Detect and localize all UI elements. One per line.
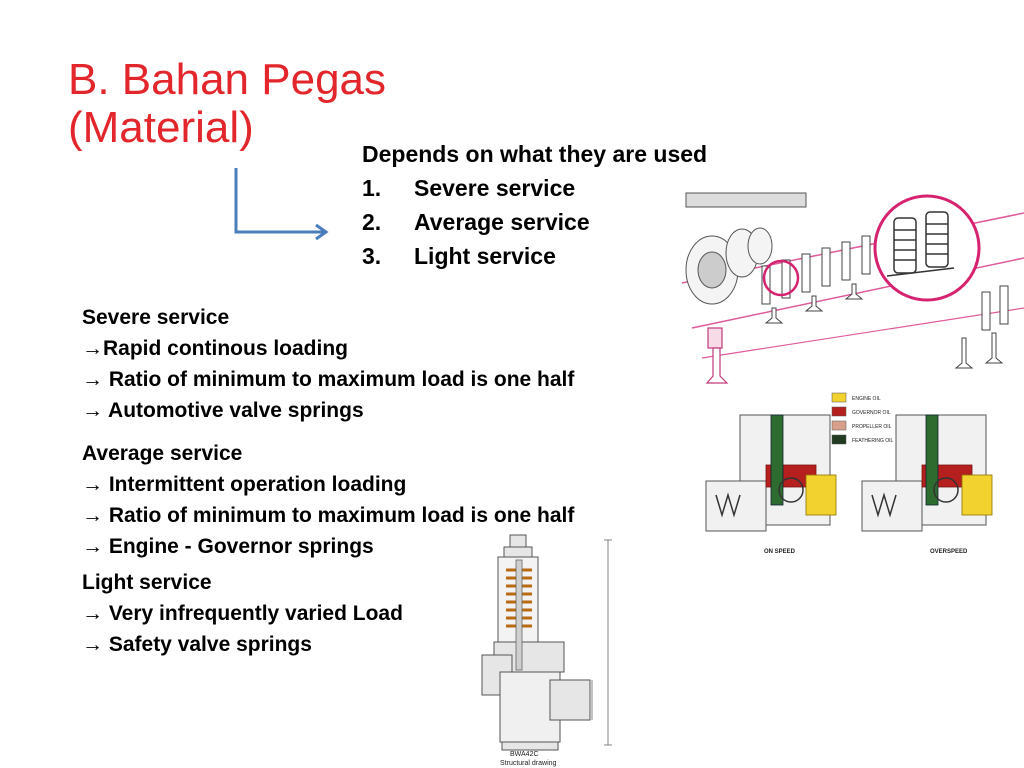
arrow-right-icon: → — [82, 368, 103, 391]
arrow-right-icon: → — [82, 399, 103, 422]
bullet-text: Ratio of minimum to maximum load is one … — [103, 504, 575, 527]
title-line-1: B. Bahan Pegas — [68, 55, 387, 104]
bullet-point: → Safety valve springs — [82, 629, 403, 660]
bullet-text: Rapid continous loading — [103, 337, 348, 360]
title-line-2: (Material) — [68, 103, 254, 152]
diagram-caption: ON SPEED — [764, 549, 796, 555]
bullet-point: → Automotive valve springs — [82, 395, 574, 426]
diagram-caption: OVERSPEED — [930, 549, 968, 555]
section-heading: Severe service — [82, 306, 230, 329]
average-service-section: Average service → Intermittent operation… — [82, 438, 574, 562]
bullet-point: → Intermittent operation loading — [82, 469, 574, 500]
legend-label: PROPELLER OIL — [852, 424, 892, 430]
bullet-point: → Ratio of minimum to maximum load is on… — [82, 500, 574, 531]
legend-label: FEATHERING OIL — [852, 438, 894, 444]
bullet-text: Automotive valve springs — [103, 399, 364, 422]
bent-arrow-icon — [234, 168, 329, 241]
section-heading: Average service — [82, 442, 243, 465]
section-heading: Light service — [82, 571, 212, 594]
list-item: 2. Average service — [362, 205, 707, 239]
list-label: Light service — [414, 243, 556, 269]
list-item: 1. Severe service — [362, 171, 707, 205]
bullet-text: Engine - Governor springs — [103, 535, 374, 558]
legend-label: ENGINE OIL — [852, 396, 881, 402]
arrow-right-icon: → — [82, 473, 103, 496]
safety-valve-drawing: BWA42C Structural drawing — [480, 530, 640, 768]
slide-title: B. Bahan Pegas (Material) — [68, 56, 386, 152]
arrow-right-icon: → — [82, 337, 103, 360]
list-label: Average service — [414, 209, 590, 235]
bullet-text: Intermittent operation loading — [103, 473, 407, 496]
severe-service-section: Severe service →Rapid continous loading … — [82, 302, 574, 426]
valve-caption: Structural drawing — [500, 760, 557, 767]
bullet-point: → Very infrequently varied Load — [82, 598, 403, 629]
valve-model: BWA42C — [510, 751, 539, 758]
list-item: 3. Light service — [362, 239, 707, 273]
arrow-right-icon: → — [82, 633, 103, 656]
arrow-right-icon: → — [82, 535, 103, 558]
bullet-text: Very infrequently varied Load — [103, 602, 403, 625]
usage-heading: Depends on what they are used — [362, 141, 708, 167]
usage-list: Depends on what they are used 1. Severe s… — [362, 137, 707, 273]
light-service-section: Light service → Very infrequently varied… — [82, 567, 403, 660]
list-number: 2. — [362, 209, 382, 235]
list-number: 1. — [362, 175, 382, 201]
valve-train-illustration — [682, 188, 1024, 388]
list-label: Severe service — [414, 175, 576, 201]
bullet-point: → Ratio of minimum to maximum load is on… — [82, 364, 574, 395]
bullet-point: →Rapid continous loading — [82, 333, 574, 364]
bullet-point: → Engine - Governor springs — [82, 531, 574, 562]
list-number: 3. — [362, 243, 382, 269]
arrow-right-icon: → — [82, 602, 103, 625]
governor-diagram: ENGINE OIL GOVERNOR OIL PROPELLER OIL FE… — [696, 385, 1024, 560]
legend-label: GOVERNOR OIL — [852, 410, 891, 416]
arrow-right-icon: → — [82, 504, 103, 527]
bullet-text: Safety valve springs — [103, 633, 312, 656]
bullet-text: Ratio of minimum to maximum load is one … — [103, 368, 575, 391]
